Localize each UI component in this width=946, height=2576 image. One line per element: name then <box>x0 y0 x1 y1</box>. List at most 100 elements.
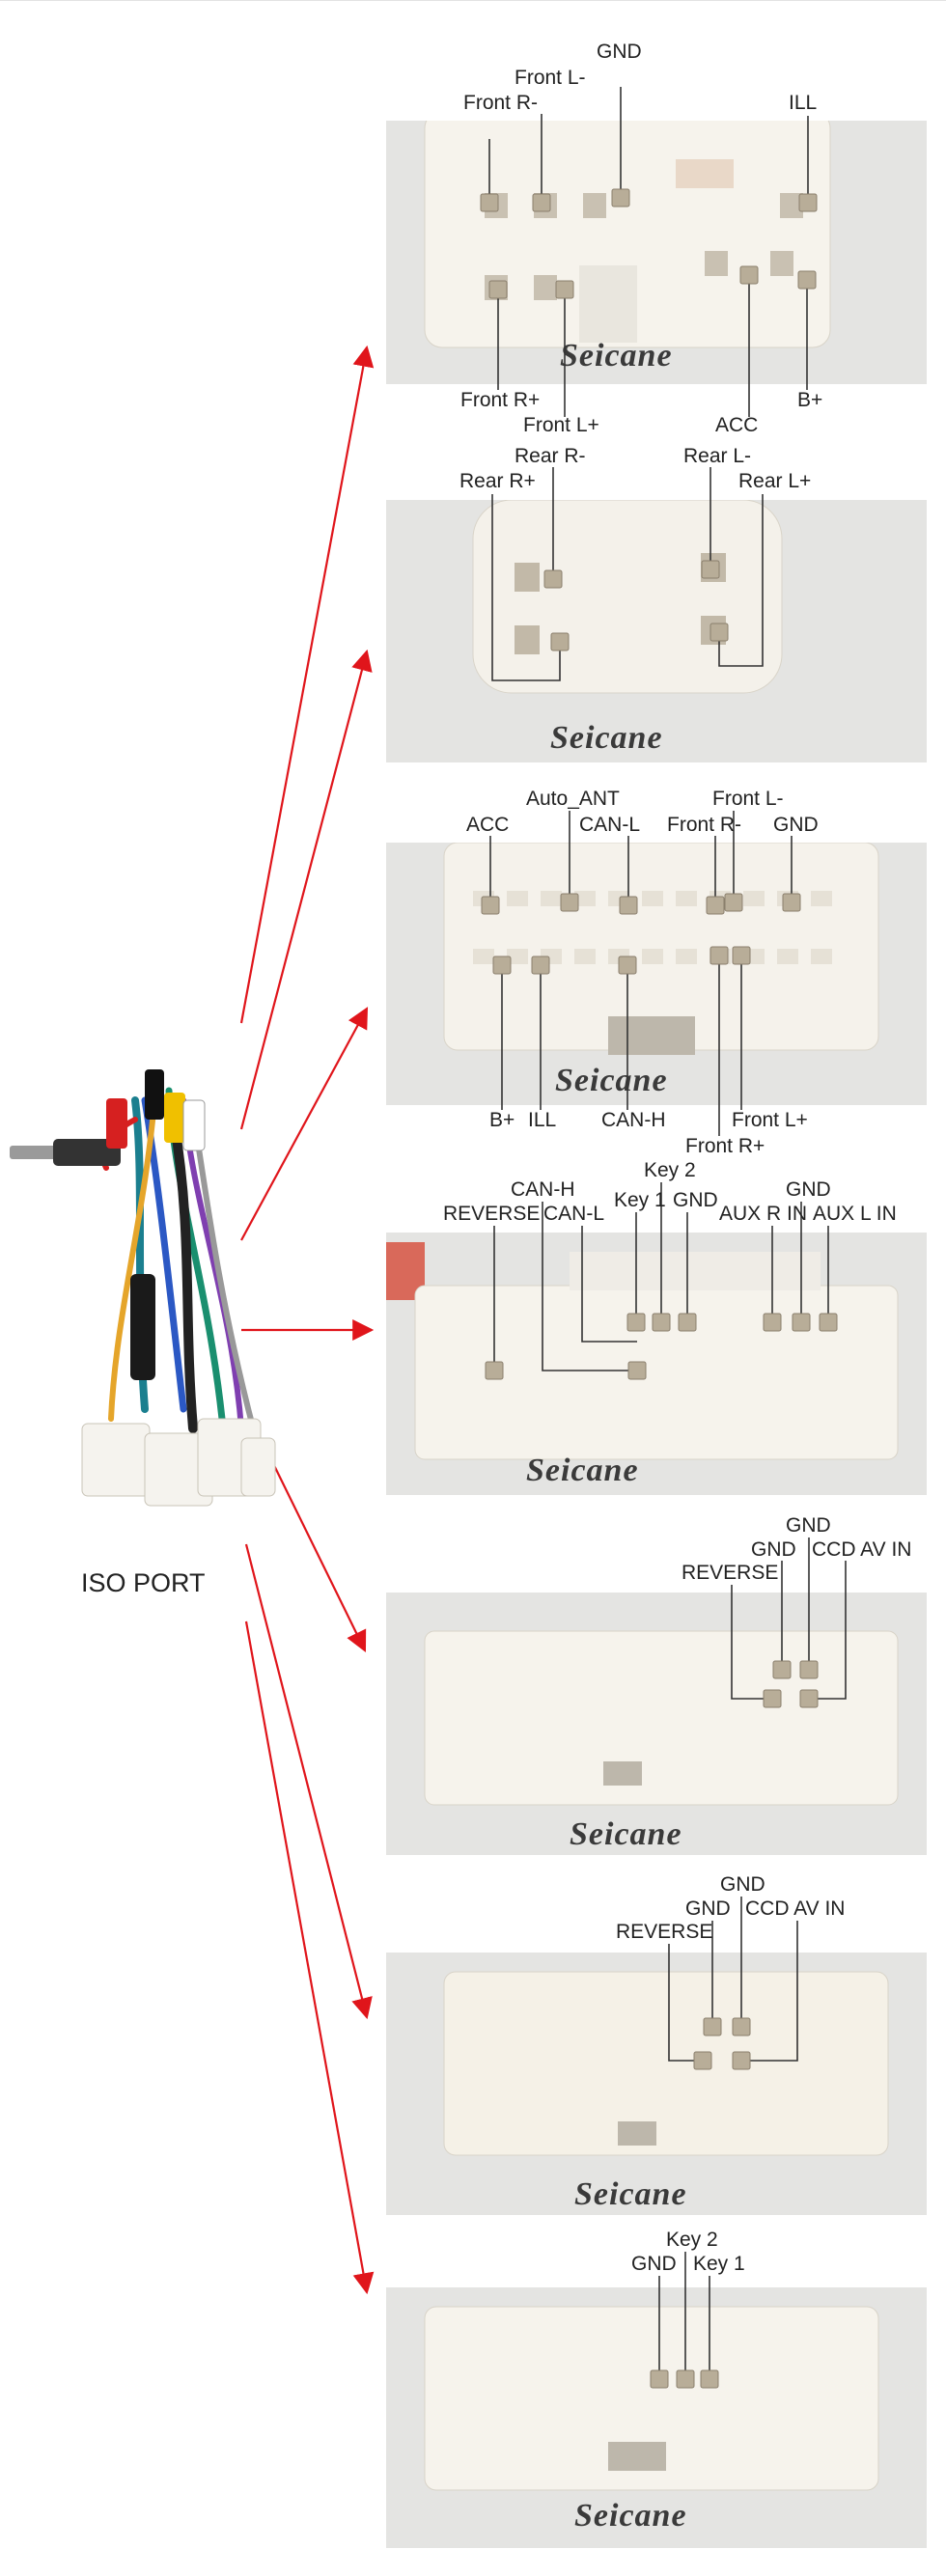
pin-label: CAN-H <box>511 1178 575 1201</box>
pin-label: Key 2 <box>666 2229 718 2251</box>
brand-watermark: Seicane <box>574 2176 687 2212</box>
terminal-pin <box>611 188 630 208</box>
pin-label: Front L+ <box>732 1109 808 1131</box>
terminal-pin <box>772 1660 792 1679</box>
leader-line <box>809 1561 847 1700</box>
terminal-pin <box>724 893 743 912</box>
brand-watermark: Seicane <box>570 1816 682 1852</box>
pin-label: GND <box>720 1873 765 1896</box>
connector-photo-4: Seicane <box>386 1233 927 1495</box>
terminal-pin <box>703 2017 722 2036</box>
terminal-pin <box>676 2369 695 2389</box>
terminal-pin <box>488 280 508 299</box>
pin-label: GND <box>751 1538 796 1561</box>
pin-label: ILL <box>789 92 818 114</box>
pin-label: GND <box>631 2253 677 2275</box>
terminal-pin <box>693 2051 712 2070</box>
pointer-arrow <box>244 1543 373 2020</box>
terminal-pin <box>763 1313 782 1332</box>
pin-label: Front R+ <box>685 1135 765 1157</box>
pin-label: Front L- <box>712 788 784 810</box>
terminal-pin <box>560 893 579 912</box>
pin-label: CAN-L <box>579 814 641 836</box>
pin-label: REVERSE <box>682 1562 779 1584</box>
pin-label: GND <box>786 1514 831 1537</box>
pin-label: GND <box>685 1897 731 1920</box>
brand-watermark: Seicane <box>560 338 673 374</box>
leader-line <box>741 1921 798 2062</box>
terminal-pin <box>799 1689 819 1708</box>
brand-watermark: Seicane <box>550 720 663 756</box>
leader-line <box>718 494 764 667</box>
terminal-pin <box>480 193 499 212</box>
brand-watermark: Seicane <box>574 2498 687 2534</box>
terminal-pin <box>652 1313 671 1332</box>
pin-label: Front L- <box>515 67 586 89</box>
connector-photo-3: Seicane <box>386 843 927 1105</box>
terminal-pin <box>650 2369 669 2389</box>
pin-label: ACC <box>715 414 759 436</box>
terminal-pin <box>701 560 720 579</box>
terminal-pin <box>706 896 725 915</box>
pin-label: Key 2 <box>644 1159 696 1181</box>
pin-label: CCD AV IN <box>745 1897 846 1920</box>
pin-label: Auto_ANT <box>526 788 620 810</box>
pin-label: ACC <box>466 814 510 836</box>
pin-label: Front R- <box>463 92 539 114</box>
terminal-pin <box>626 1313 646 1332</box>
terminal-pin <box>492 956 512 975</box>
pin-label: ILL <box>528 1109 557 1131</box>
pin-label: AUX L IN <box>813 1203 897 1225</box>
terminal-pin <box>678 1313 697 1332</box>
terminal-pin <box>543 569 563 589</box>
brand-watermark: Seicane <box>555 1063 668 1098</box>
pin-label: REVERSE <box>443 1203 541 1225</box>
pin-label: B+ <box>797 389 823 411</box>
pin-label: GND <box>786 1178 831 1201</box>
pin-label: AUX R IN <box>719 1203 808 1225</box>
terminal-pin <box>700 2369 719 2389</box>
pin-label: Key 1 <box>693 2253 745 2275</box>
terminal-pin <box>782 893 801 912</box>
terminal-pin <box>710 623 729 642</box>
pin-label: Rear L+ <box>738 470 812 492</box>
terminal-pin <box>550 632 570 651</box>
leader-line <box>491 494 561 681</box>
pin-label: GND <box>773 814 819 836</box>
terminal-pin <box>792 1313 811 1332</box>
terminal-pin <box>481 896 500 915</box>
connector-photo-1: Seicane <box>386 121 927 384</box>
terminal-pin <box>627 1361 647 1380</box>
leader-line <box>668 1944 703 2062</box>
pointer-arrow <box>239 649 373 1130</box>
pin-label: CAN-H <box>601 1109 666 1131</box>
pointer-arrow <box>239 345 375 1024</box>
pointer-arrow <box>244 1620 375 2295</box>
pin-label: REVERSE <box>616 1921 713 1943</box>
pin-label: Front R- <box>667 814 742 836</box>
terminal-pin <box>619 896 638 915</box>
terminal-pin <box>555 280 574 299</box>
terminal-pin <box>732 946 751 965</box>
terminal-pin <box>819 1313 838 1332</box>
leader-line <box>542 1202 637 1371</box>
terminal-pin <box>618 956 637 975</box>
terminal-pin <box>763 1689 782 1708</box>
connector-photo-2: Seicane <box>386 500 927 762</box>
terminal-pin <box>485 1361 504 1380</box>
pin-label: B+ <box>489 1109 515 1131</box>
terminal-pin <box>710 946 729 965</box>
pointer-arrow <box>240 1007 369 1241</box>
pin-label: Front R+ <box>460 389 541 411</box>
top-divider <box>0 0 946 1</box>
connector-photo-7: Seicane <box>386 2287 927 2548</box>
pin-label: CCD AV IN <box>812 1538 912 1561</box>
connector-photo-6: Seicane <box>386 1953 927 2215</box>
terminal-pin <box>798 193 818 212</box>
terminal-pin <box>532 193 551 212</box>
pin-label: Front L+ <box>523 414 599 436</box>
pin-label: Rear R- <box>515 445 586 467</box>
terminal-pin <box>732 2017 751 2036</box>
leader-line <box>581 1226 637 1343</box>
